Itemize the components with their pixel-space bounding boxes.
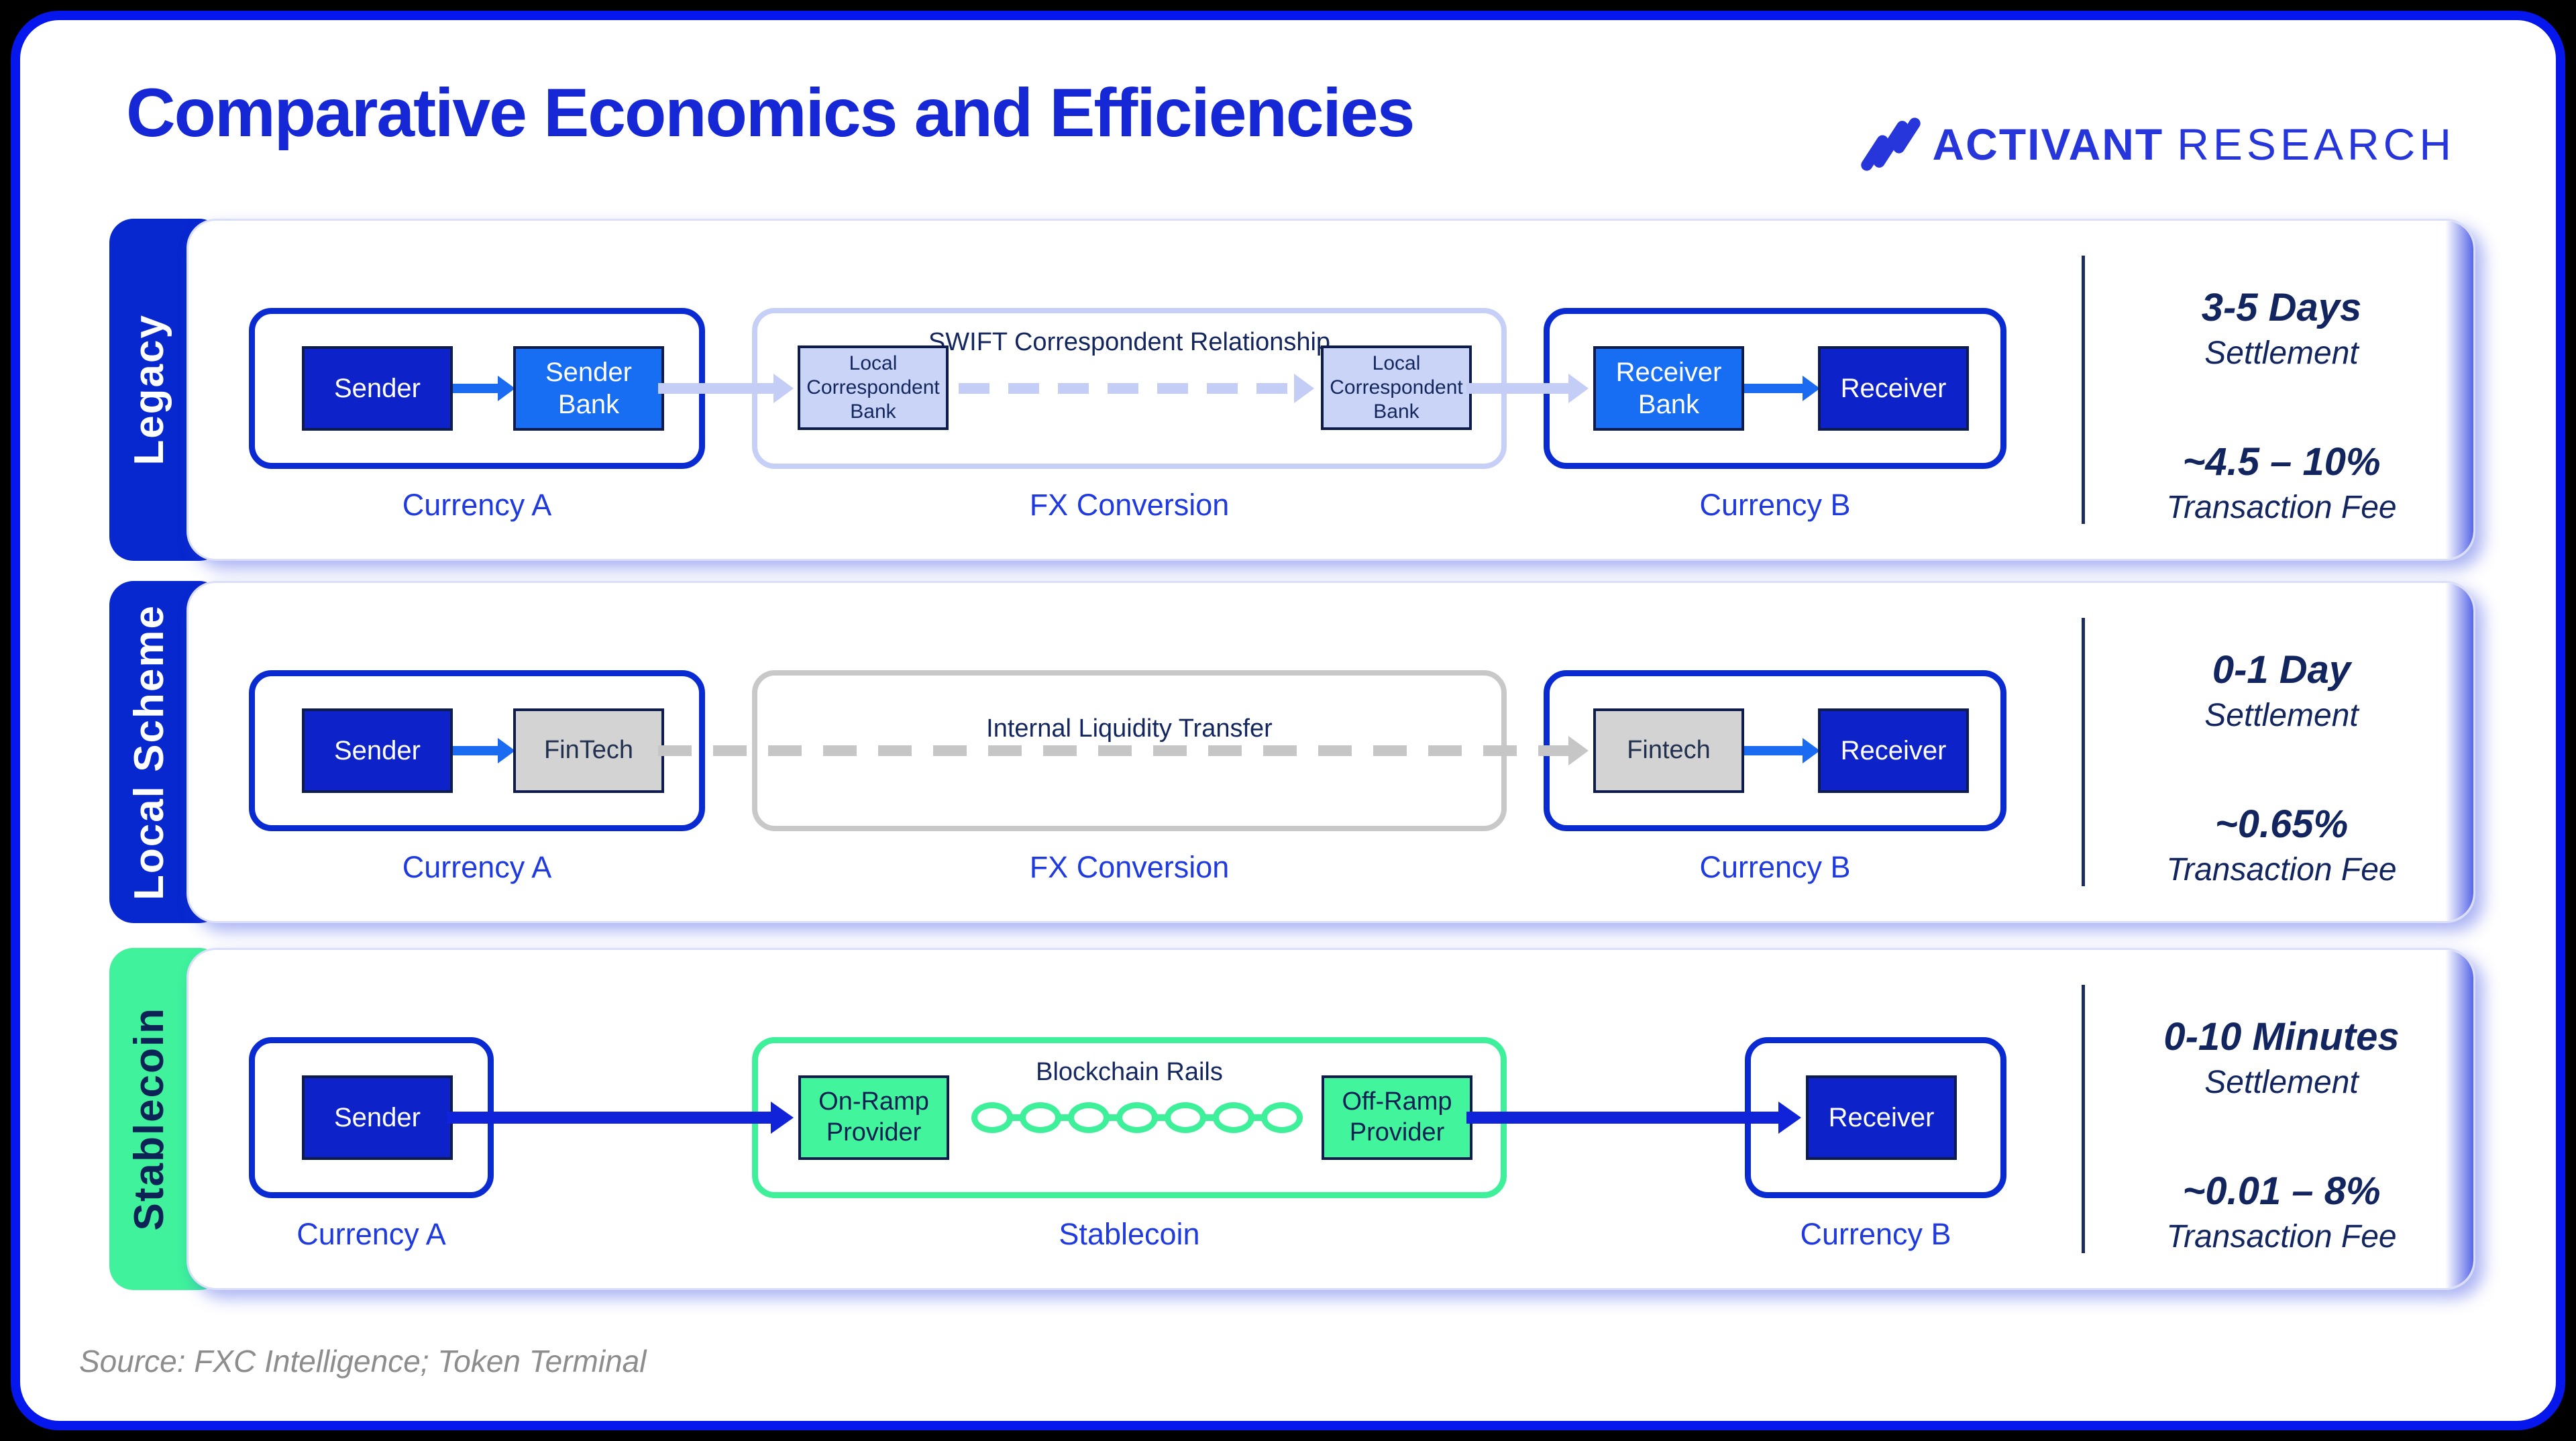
currency-a-group: Sender FinTech <box>249 670 705 831</box>
stablecoin-group: Blockchain Rails On-Ramp Provider Off-Ra… <box>752 1037 1507 1198</box>
local-correspondent-bank-box: Local Correspondent Bank <box>798 345 949 430</box>
internal-liquidity-annotation: Internal Liquidity Transfer <box>986 714 1273 743</box>
row-local-scheme: Local Scheme Sender FinTech Internal Liq… <box>109 581 2475 923</box>
row-stablecoin: Stablecoin Sender Blockchain Rails On-Ra… <box>109 948 2475 1290</box>
row-tab-label: Local Scheme <box>125 604 172 900</box>
sender-box: Sender <box>302 708 453 793</box>
currency-b-group: Receiver <box>1745 1037 2006 1198</box>
currency-a-label: Currency A <box>402 850 552 884</box>
receiver-box: Receiver <box>1806 1075 1957 1160</box>
off-ramp-provider-box: Off-Ramp Provider <box>1322 1075 1472 1160</box>
activant-research-logo: ACTIVANT RESEARCH <box>1858 115 2456 173</box>
settlement-label: Settlement <box>2204 1065 2359 1101</box>
fx-conversion-label: FX Conversion <box>1029 850 1230 884</box>
blue-connector-arrow-icon <box>447 1102 794 1134</box>
logo-text: ACTIVANT RESEARCH <box>1933 119 2456 170</box>
row-card-stablecoin: Sender Blockchain Rails On-Ramp Provider… <box>186 948 2475 1290</box>
fx-conversion-label: FX Conversion <box>1029 488 1230 522</box>
source-note: Source: FXC Intelligence; Token Terminal <box>79 1344 647 1379</box>
fintech-box: FinTech <box>513 708 664 793</box>
currency-b-label: Currency B <box>1800 1217 1951 1251</box>
settlement-value: 0-1 Day <box>2212 648 2351 692</box>
fee-label: Transaction Fee <box>2166 1219 2397 1255</box>
arrow-right-icon <box>451 376 515 401</box>
currency-b-group: Receiver Bank Receiver <box>1544 308 2006 469</box>
settlement-value: 0-10 Minutes <box>2163 1015 2400 1059</box>
fee-value: ~0.01 – 8% <box>2182 1169 2381 1213</box>
sender-box: Sender <box>302 1075 453 1160</box>
arrow-right-icon <box>451 738 515 763</box>
activant-stripes-icon <box>1858 115 1923 173</box>
currency-b-label: Currency B <box>1699 488 1851 522</box>
page-title: Comparative Economics and Efficiencies <box>126 74 1415 151</box>
row-legacy: Legacy Sender Sender Bank SWIFT Correspo… <box>109 219 2475 561</box>
currency-a-group: Sender Sender Bank <box>249 308 705 469</box>
stats-stablecoin: 0-10 Minutes Settlement ~0.01 – 8% Trans… <box>2100 1012 2463 1259</box>
receiver-box: Receiver <box>1818 708 1969 793</box>
blue-connector-arrow-icon <box>1466 1102 1801 1134</box>
row-card-legacy: Sender Sender Bank SWIFT Correspondent R… <box>186 219 2475 561</box>
sender-box: Sender <box>302 346 453 431</box>
currency-a-label: Currency A <box>402 488 552 522</box>
swift-annotation: SWIFT Correspondent Relationship <box>928 328 1331 356</box>
slide-frame: Comparative Economics and Efficiencies A… <box>11 11 2565 1430</box>
arrow-right-icon <box>1743 376 1820 401</box>
logo-suffix: RESEARCH <box>2177 119 2455 169</box>
stablecoin-label: Stablecoin <box>1059 1217 1200 1251</box>
stats-local-scheme: 0-1 Day Settlement ~0.65% Transaction Fe… <box>2100 645 2463 892</box>
settlement-value: 3-5 Days <box>2201 286 2362 329</box>
fee-value: ~0.65% <box>2214 802 2349 846</box>
fee-value: ~4.5 – 10% <box>2182 439 2381 484</box>
stats-legacy: 3-5 Days Settlement ~4.5 – 10% Transacti… <box>2100 282 2463 529</box>
fx-conversion-group: SWIFT Correspondent Relationship Local C… <box>752 308 1507 469</box>
currency-a-group: Sender <box>249 1037 494 1198</box>
receiver-bank-box: Receiver Bank <box>1593 346 1744 431</box>
local-correspondent-bank-box: Local Correspondent Bank <box>1321 345 1472 430</box>
sender-bank-box: Sender Bank <box>513 346 664 431</box>
stats-divider <box>2082 256 2085 524</box>
blockchain-chain-icon <box>959 1102 1315 1134</box>
row-tab-label: Stablecoin <box>125 1007 172 1231</box>
fintech-box: Fintech <box>1593 708 1744 793</box>
connector-arrow-icon <box>1466 374 1589 403</box>
currency-a-label: Currency A <box>297 1217 446 1251</box>
row-tab-label: Legacy <box>125 314 172 466</box>
settlement-label: Settlement <box>2204 335 2359 372</box>
stats-divider <box>2082 618 2085 886</box>
blockchain-rails-annotation: Blockchain Rails <box>1036 1058 1223 1086</box>
receiver-box: Receiver <box>1818 346 1969 431</box>
currency-b-label: Currency B <box>1699 850 1851 884</box>
currency-b-group: Fintech Receiver <box>1544 670 2006 831</box>
arrow-right-icon <box>1743 738 1820 763</box>
connector-arrow-icon <box>658 374 794 403</box>
fee-label: Transaction Fee <box>2166 852 2397 888</box>
dashed-connector-arrow-icon <box>658 736 1589 765</box>
on-ramp-provider-box: On-Ramp Provider <box>798 1075 949 1160</box>
row-card-local-scheme: Sender FinTech Internal Liquidity Transf… <box>186 581 2475 923</box>
dashed-arrow-right-icon <box>959 374 1314 403</box>
logo-brand: ACTIVANT <box>1932 119 2164 169</box>
fee-label: Transaction Fee <box>2166 490 2397 526</box>
stats-divider <box>2082 985 2085 1253</box>
settlement-label: Settlement <box>2204 698 2359 734</box>
